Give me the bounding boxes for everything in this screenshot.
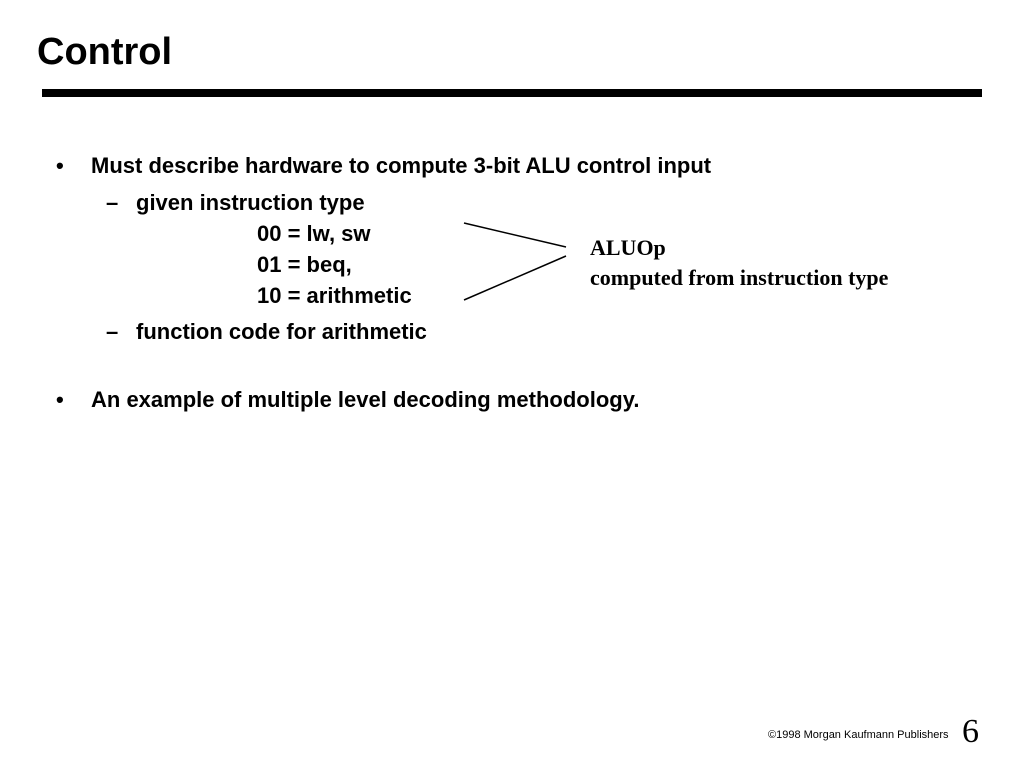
aluop-pointer-lines bbox=[463, 222, 567, 301]
instruction-code-01: 01 = beq, bbox=[257, 252, 352, 277]
slide-title: Control bbox=[37, 31, 173, 73]
bullet-text-2: An example of multiple level decoding me… bbox=[91, 387, 640, 412]
aluop-label: ALUOp bbox=[590, 235, 666, 260]
subitem-marker-1: – bbox=[106, 190, 119, 215]
page-number: 6 bbox=[962, 713, 979, 750]
bullet-marker-1: • bbox=[56, 153, 64, 178]
instruction-code-10: 10 = arithmetic bbox=[257, 283, 412, 308]
instruction-code-00: 00 = lw, sw bbox=[257, 221, 371, 246]
lower-pointer-line bbox=[463, 255, 567, 301]
bullet-marker-2: • bbox=[56, 387, 64, 412]
subitem-text-instruction-type: given instruction type bbox=[136, 190, 365, 215]
title-rule bbox=[42, 89, 982, 97]
copyright-text: ©1998 Morgan Kaufmann Publishers bbox=[768, 729, 949, 741]
bullet-text-1: Must describe hardware to compute 3-bit … bbox=[91, 153, 712, 178]
upper-pointer-line bbox=[463, 222, 567, 248]
aluop-description: computed from instruction type bbox=[590, 265, 889, 290]
subitem-marker-2: – bbox=[106, 319, 119, 344]
subitem-text-function-code: function code for arithmetic bbox=[136, 319, 427, 344]
